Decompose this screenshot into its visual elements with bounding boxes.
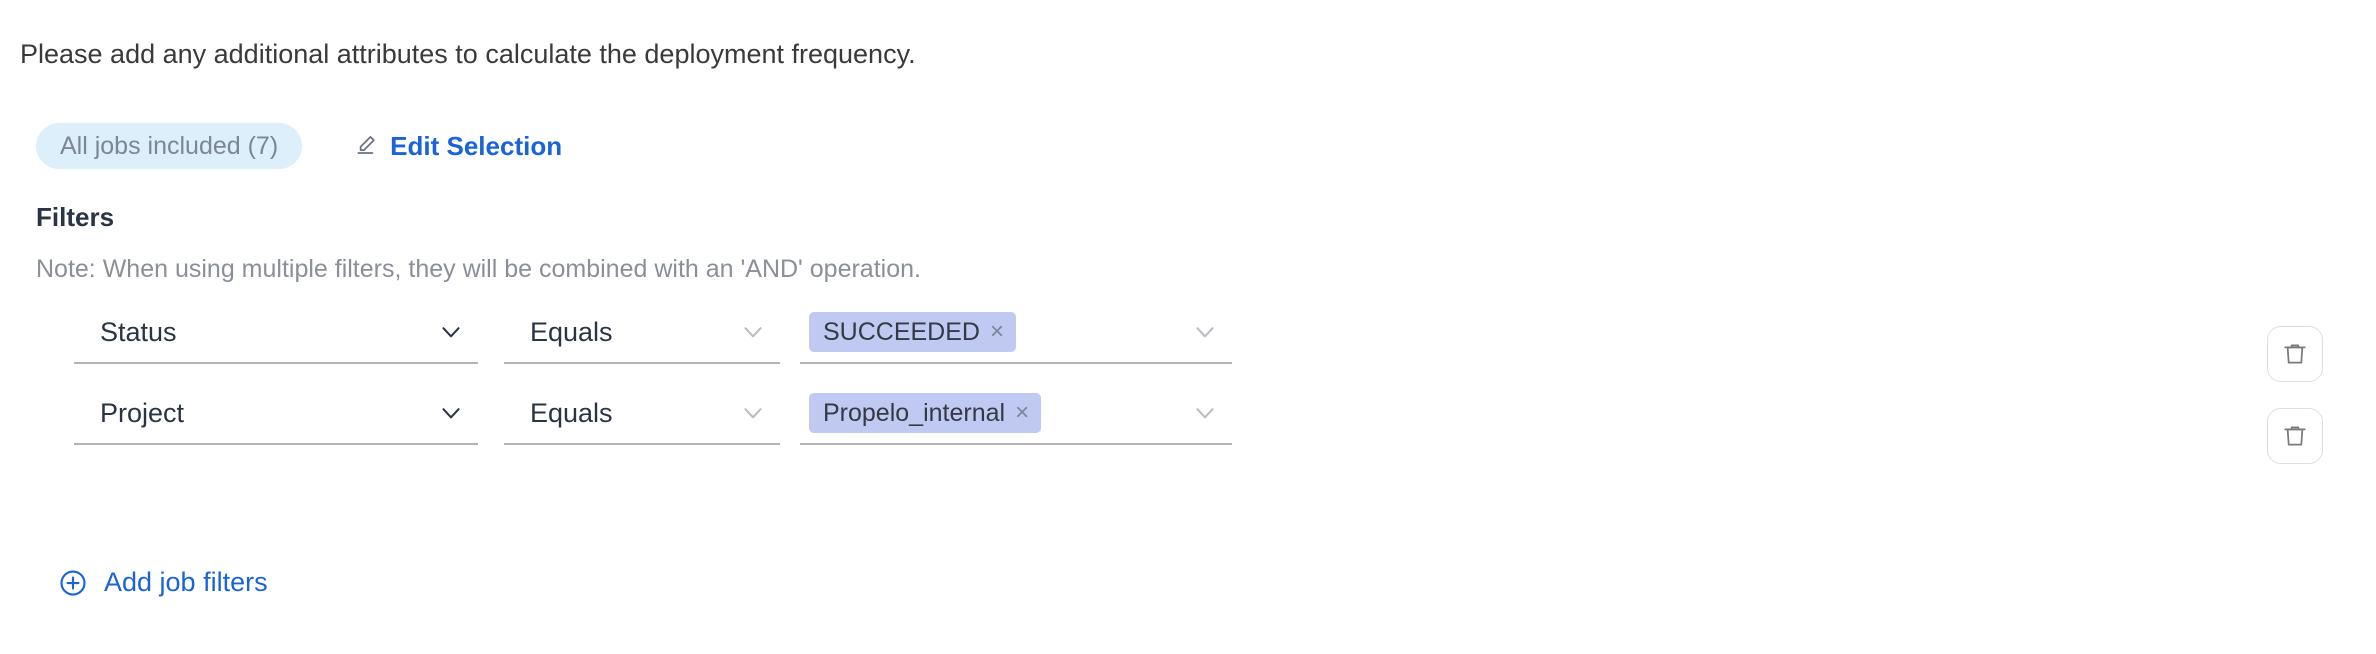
chevron-down-icon bbox=[1196, 327, 1214, 338]
filter-attribute-value: Project bbox=[100, 397, 185, 428]
plus-circle-icon bbox=[60, 569, 86, 596]
delete-filter-button[interactable] bbox=[2267, 408, 2323, 464]
chip-remove-icon[interactable]: × bbox=[989, 318, 1004, 345]
filters-heading: Filters bbox=[36, 202, 115, 232]
edit-selection-label: Edit Selection bbox=[390, 130, 563, 161]
filter-operator-value: Equals bbox=[530, 397, 613, 428]
filter-attribute-select[interactable]: Project bbox=[74, 383, 478, 445]
filter-operator-select[interactable]: Equals bbox=[504, 383, 780, 445]
chevron-down-icon bbox=[442, 327, 460, 338]
filter-value-label: Propelo_internal bbox=[823, 398, 1006, 427]
all-jobs-included-pill: All jobs included (7) bbox=[36, 123, 303, 169]
filter-attribute-value: Status bbox=[100, 316, 177, 347]
chevron-down-icon bbox=[442, 408, 460, 419]
filter-value-label: SUCCEEDED bbox=[823, 317, 980, 346]
filter-attribute-select[interactable]: Status bbox=[74, 302, 478, 364]
intro-text: Please add any additional attributes to … bbox=[20, 39, 916, 69]
filter-value-chip: Propelo_internal × bbox=[809, 393, 1042, 433]
filter-value-chip: SUCCEEDED × bbox=[809, 312, 1016, 352]
chevron-down-icon bbox=[1196, 408, 1214, 419]
edit-selection-button[interactable]: Edit Selection bbox=[354, 131, 562, 162]
chevron-down-icon bbox=[744, 408, 762, 419]
delete-filter-button[interactable] bbox=[2267, 326, 2323, 382]
jobs-selection-row: All jobs included (7) Edit Selection bbox=[36, 123, 562, 169]
filter-operator-value: Equals bbox=[530, 316, 613, 347]
add-job-filters-label: Add job filters bbox=[104, 567, 268, 597]
trash-icon bbox=[2284, 344, 2306, 364]
filter-operator-select[interactable]: Equals bbox=[504, 302, 780, 364]
filter-value-select[interactable]: SUCCEEDED × bbox=[800, 302, 1232, 364]
filters-note: Note: When using multiple filters, they … bbox=[36, 255, 921, 283]
chevron-down-icon bbox=[744, 327, 762, 338]
all-jobs-included-label: All jobs included (7) bbox=[60, 131, 279, 160]
pencil-icon bbox=[357, 136, 375, 154]
filter-value-select[interactable]: Propelo_internal × bbox=[800, 383, 1232, 445]
chip-remove-icon[interactable]: × bbox=[1015, 399, 1030, 426]
trash-icon bbox=[2284, 426, 2306, 446]
add-job-filters-button[interactable]: Add job filters bbox=[58, 567, 268, 598]
